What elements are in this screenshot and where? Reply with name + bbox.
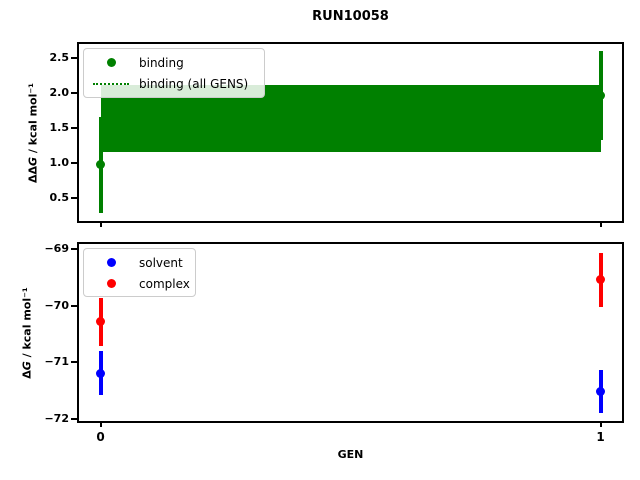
bottom-y-axis-label-units: / kcal mol⁻¹ [20,287,34,362]
x-tick-mark [99,223,102,227]
solvent-dot-icon [106,258,116,267]
bottom-legend: solvent complex [83,248,196,297]
legend-label-binding: binding [139,55,184,70]
y-tick-label: −71 [44,355,69,369]
bottom-y-axis-label-symbol: G [20,361,34,371]
binding-marker [596,91,605,101]
complex-marker [96,317,105,327]
legend-item-solvent: solvent [92,252,187,273]
bottom-y-axis-label-prefix: Δ [20,370,34,379]
x-tick-mark [99,423,102,427]
x-tick-label: 0 [96,430,105,444]
legend-item-complex: complex [92,273,190,294]
bottom-y-axis-label: ΔG / kcal mol⁻¹ [21,287,34,379]
x-tick-mark [599,423,602,427]
x-axis-label: GEN [337,448,364,461]
x-tick-label: 1 [596,430,605,444]
solvent-marker [596,386,605,396]
legend-label-binding-all-gens: binding (all GENS) [139,76,249,91]
top-legend: binding binding (all GENS) [83,48,265,98]
legend-item-binding-all-gens: binding (all GENS) [92,73,256,94]
y-tick-mark [71,418,77,421]
binding-marker [96,160,105,170]
y-tick-mark [71,247,77,250]
y-tick-mark [71,361,77,364]
y-tick-label: −70 [44,298,69,312]
legend-item-binding: binding [92,52,256,73]
binding-dot-icon [106,58,116,67]
y-tick-mark [71,92,77,95]
y-tick-mark [71,161,77,164]
y-tick-label: −69 [44,241,69,255]
figure-title: RUN10058 [312,9,389,24]
y-tick-label: 2.0 [49,86,70,100]
y-tick-label: 1.0 [49,155,70,169]
solvent-marker [96,368,105,378]
y-tick-mark [71,196,77,199]
x-tick-mark [599,223,602,227]
y-tick-label: 1.5 [49,120,70,134]
y-tick-label: −72 [44,412,69,426]
dotted-line-icon [93,82,129,85]
legend-label-complex: complex [139,276,190,291]
y-tick-label: 0.5 [49,190,70,204]
y-tick-mark [71,304,77,307]
bottom-axes [77,242,624,423]
top-axes [77,42,624,223]
y-tick-mark [71,57,77,60]
y-tick-mark [71,126,77,129]
legend-label-solvent: solvent [139,255,183,270]
y-tick-label: 2.5 [49,51,70,65]
complex-marker [596,275,605,285]
complex-dot-icon [106,279,116,288]
